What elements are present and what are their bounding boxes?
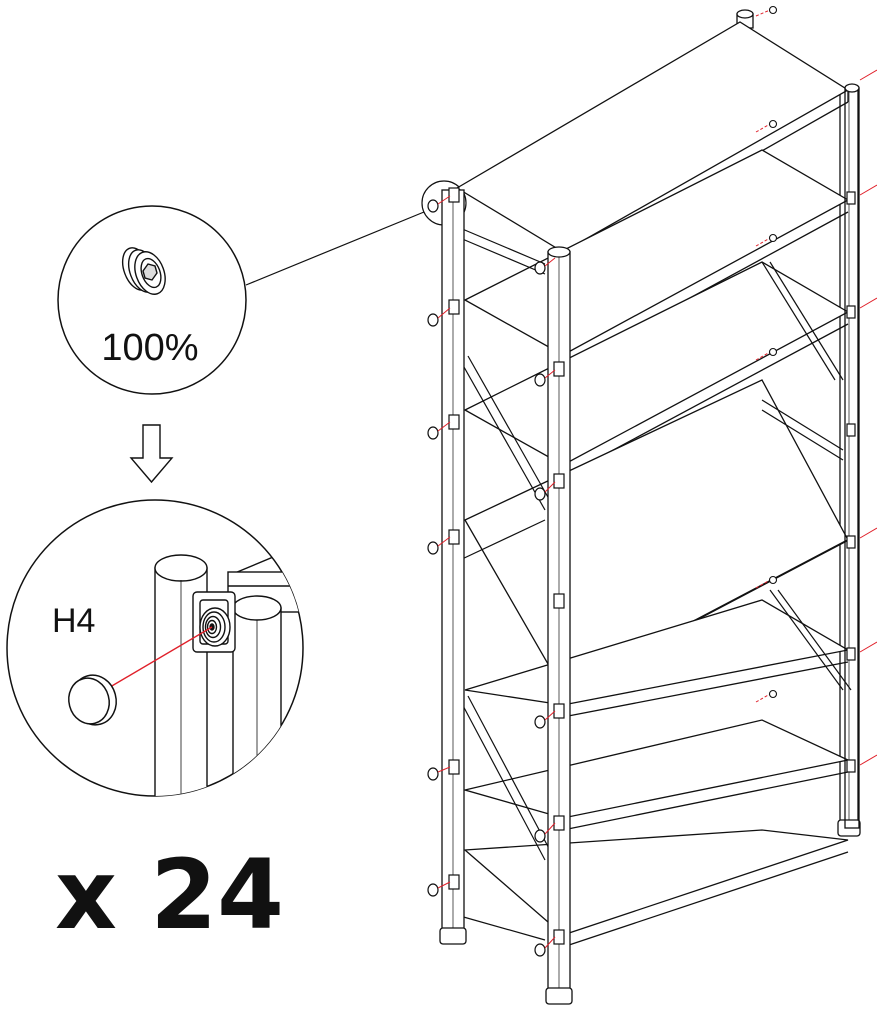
cross-braces [459, 227, 852, 941]
leader-line [245, 180, 467, 286]
quantity-label: x 24 [55, 839, 284, 951]
shelf-boards [455, 21, 851, 948]
post-front-right [545, 246, 573, 1005]
post-middle-right [844, 83, 860, 829]
guide-lines [437, 9, 877, 949]
scale-label: 100% [101, 327, 198, 369]
scale-callout: 100% [57, 205, 247, 395]
shelving-unit [427, 5, 877, 1005]
screw-cap-icon [121, 247, 166, 295]
detail-callout: H4 [6, 499, 304, 797]
caps [427, 199, 546, 957]
cap-h4-icon [68, 674, 117, 726]
brackets [448, 187, 856, 945]
part-label: H4 [52, 602, 95, 640]
arrow-down-icon [129, 424, 174, 484]
back-nuts [768, 5, 778, 699]
threaded-insert-icon [199, 607, 231, 647]
